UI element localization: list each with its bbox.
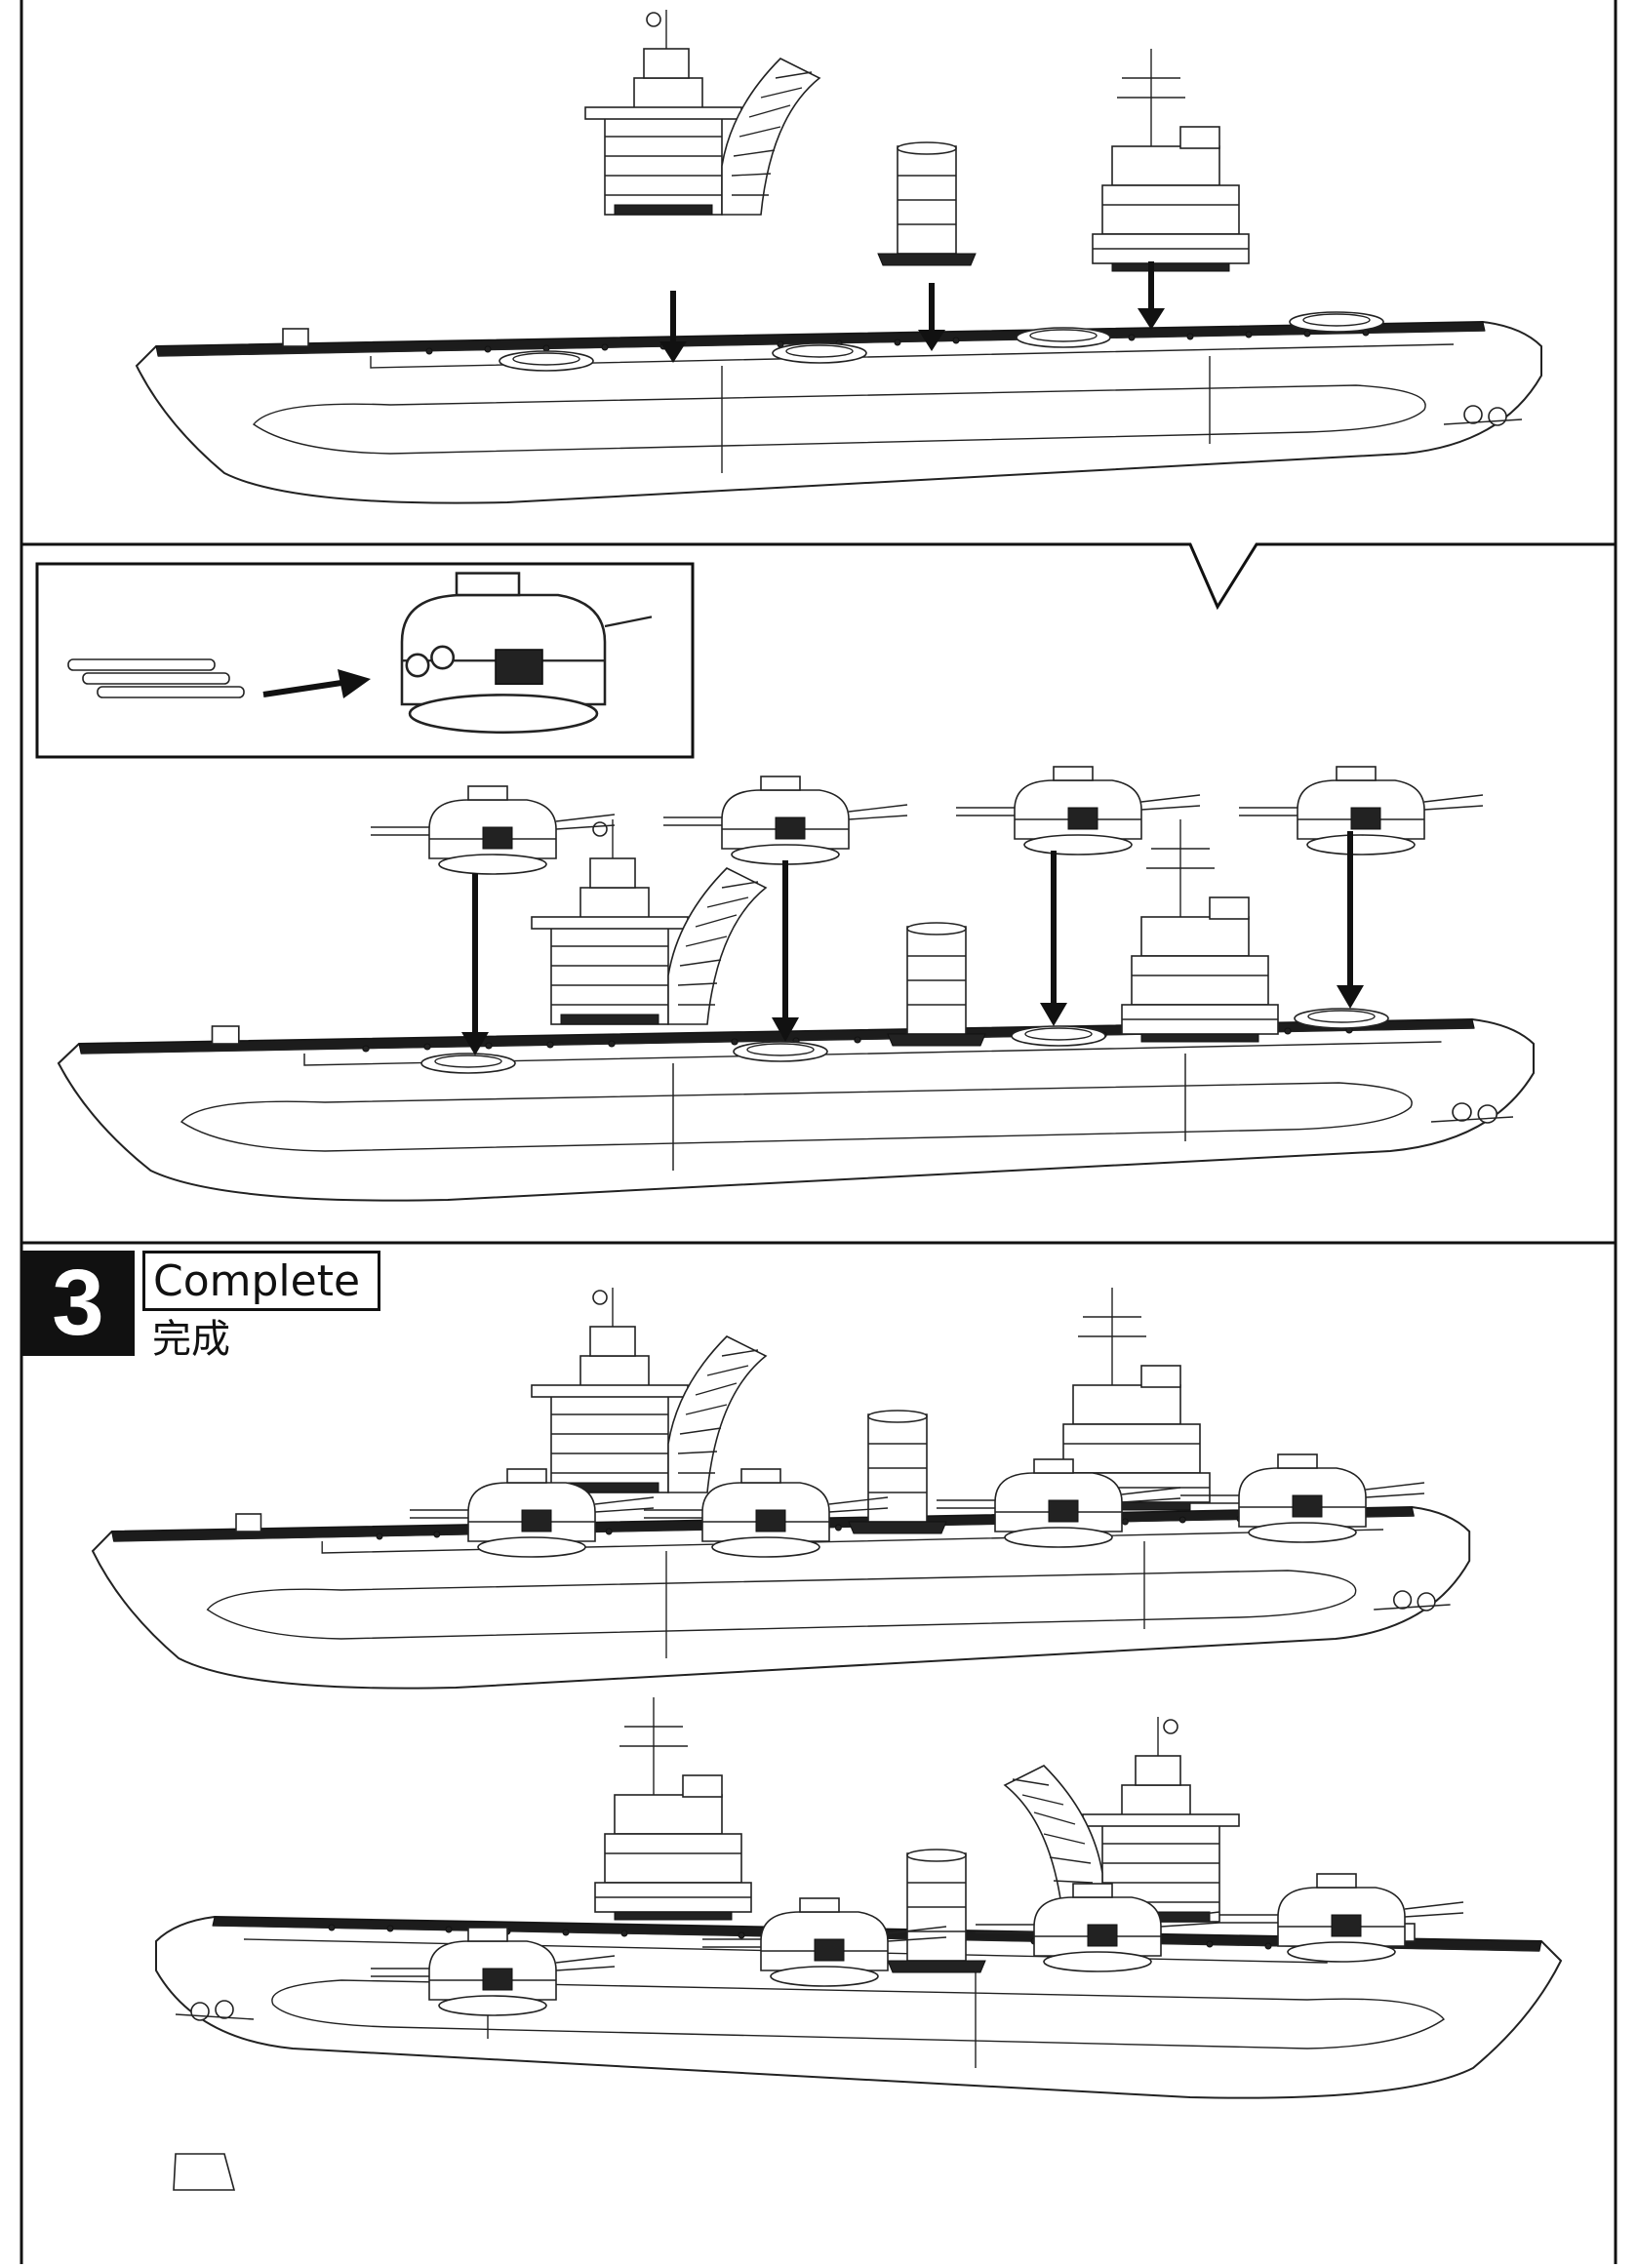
install-arrow <box>659 291 687 363</box>
install-arrow <box>772 860 799 1042</box>
bridge-part <box>584 9 820 216</box>
barbette-ring <box>499 350 594 372</box>
turret-part <box>662 776 908 865</box>
aftmast-part <box>1004 1716 1240 1923</box>
install-arrow <box>918 283 945 351</box>
turret-part <box>955 766 1201 855</box>
rudder <box>173 2153 236 2191</box>
panel-complete-port-view <box>92 1287 1471 1690</box>
bridge-part <box>594 1696 752 1921</box>
step-subtitle: 完成 <box>152 1317 230 1362</box>
step-number-badge: 3 <box>21 1251 135 1356</box>
turret-part <box>370 785 616 875</box>
panel-bridge-funnel-install <box>136 9 1542 504</box>
barbette-ring <box>1289 311 1384 333</box>
barbette-ring <box>772 342 867 364</box>
bridge-part <box>531 1287 767 1493</box>
install-arrow <box>1138 261 1165 330</box>
barbette-ring <box>420 1053 516 1074</box>
funnel-part <box>848 1410 947 1534</box>
panel-gun-barrel-inset <box>35 562 695 759</box>
aftmast-part <box>1121 818 1279 1043</box>
bridge-part <box>531 818 767 1025</box>
funnel-part <box>877 141 977 266</box>
turret-part <box>1238 766 1484 855</box>
aftmast-part <box>1092 48 1250 272</box>
panel-frame <box>20 0 1617 2264</box>
install-arrow <box>1040 851 1067 1026</box>
barbette-ring <box>1294 1008 1389 1029</box>
barbette-ring <box>1016 327 1111 348</box>
barbette-ring <box>1011 1025 1106 1047</box>
panel-turret-install <box>57 766 1536 1202</box>
turret-part <box>400 572 653 735</box>
panel-complete-starboard-view <box>155 1696 1562 2191</box>
barbette-ring <box>733 1041 828 1062</box>
install-arrow <box>262 669 371 698</box>
install-arrow <box>1337 831 1364 1009</box>
gun-barrels <box>67 658 245 698</box>
install-arrow <box>461 873 489 1055</box>
step-title: Complete <box>142 1251 381 1311</box>
